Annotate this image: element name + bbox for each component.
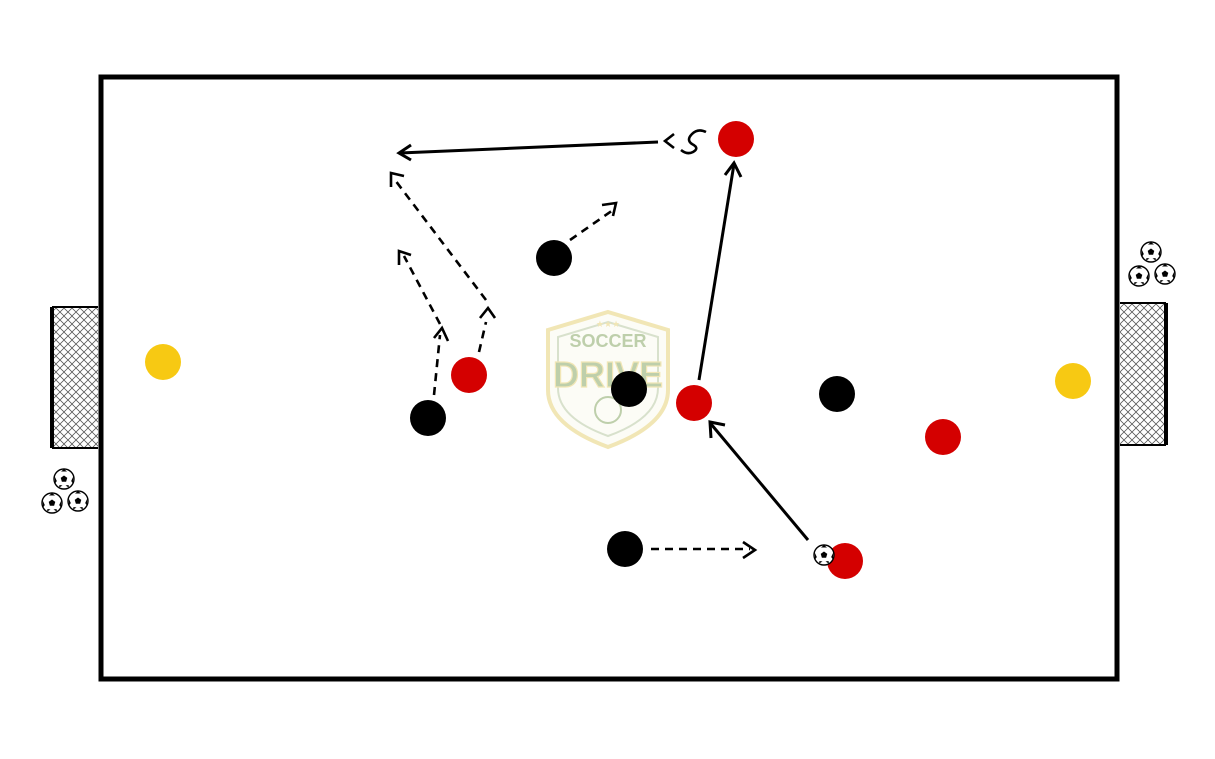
watermark-logo: ★★★ SOCCER DRIVE (546, 309, 670, 450)
soccer-ball-icon (1140, 241, 1162, 263)
watermark-line1: SOCCER (569, 331, 646, 351)
black-player (607, 531, 643, 567)
black-team (410, 240, 855, 567)
watermark-ball-icon (594, 396, 622, 424)
soccer-ball-icon (1128, 265, 1150, 287)
red-player (676, 385, 712, 421)
pass-arrows (396, 140, 810, 541)
black-player (611, 371, 647, 407)
soccer-ball-icon (41, 492, 63, 514)
dribble-marker (662, 129, 707, 155)
dribble-squiggle (680, 129, 707, 155)
arrowhead-icon (397, 249, 412, 265)
yellow-goalkeeper-left (145, 344, 181, 380)
red-player (827, 543, 863, 579)
ball-pile-right (1128, 241, 1176, 287)
arrowhead-icon (478, 305, 497, 319)
soccer-ball-icon (53, 468, 75, 490)
arrowhead-icon (723, 160, 743, 178)
right-goal (1120, 302, 1168, 446)
black-player (819, 376, 855, 412)
arrowhead-icon (389, 171, 405, 187)
soccer-ball-icon (813, 544, 835, 566)
red-player (451, 357, 487, 393)
arrowhead-icon (601, 201, 618, 217)
red-team (451, 121, 961, 579)
black-player (536, 240, 572, 276)
run-arrow (432, 334, 442, 396)
pass-arrow (399, 140, 659, 155)
soccer-ball-icon (1154, 263, 1176, 285)
pass-arrow (697, 163, 736, 381)
run-arrows (393, 179, 750, 551)
arrowhead-icon (708, 420, 726, 439)
watermark-star-icon: ★★★ (596, 320, 620, 330)
red-player (718, 121, 754, 157)
red-player (925, 419, 961, 455)
arrowhead-icon (742, 540, 758, 560)
ball-pile-left (41, 468, 89, 514)
run-arrowheads (389, 171, 758, 560)
arrowhead-icon (662, 132, 675, 150)
black-player (410, 400, 446, 436)
left-goal (50, 306, 98, 449)
soccer-ball-icon (67, 490, 89, 512)
run-arrow (477, 321, 488, 353)
run-arrow (393, 179, 488, 301)
arrowhead-icon (432, 325, 450, 342)
pass-arrow (709, 423, 810, 541)
yellow-goalkeeper-right (1055, 363, 1091, 399)
arrowhead-icon (396, 143, 412, 162)
run-arrow (569, 208, 614, 242)
